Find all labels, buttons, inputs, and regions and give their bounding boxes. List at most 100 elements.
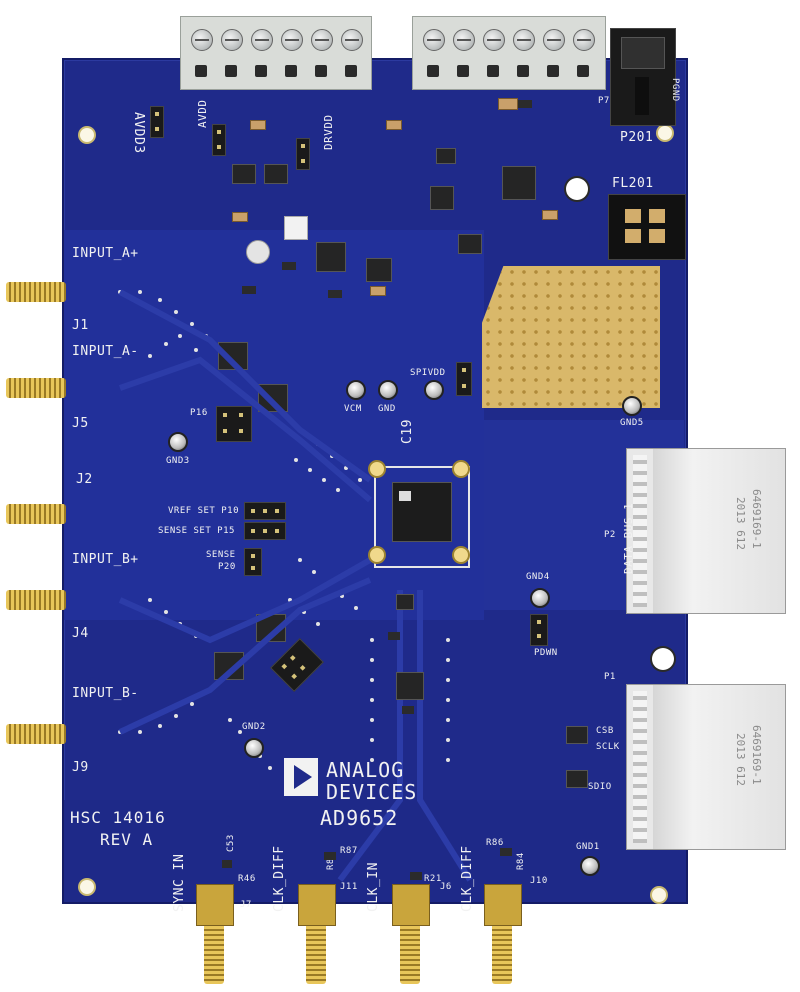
ad9652-adc-chip xyxy=(392,482,452,542)
terminal-slot xyxy=(345,65,357,77)
jumper-p20[interactable] xyxy=(244,548,262,576)
r84-label: R84 xyxy=(516,852,526,870)
capacitor xyxy=(498,98,518,110)
ldo-chip xyxy=(458,234,482,254)
filter-pad xyxy=(625,229,641,243)
connector-p2[interactable]: 6469169-1 2013 612 xyxy=(626,448,786,614)
sdio-label: SDIO xyxy=(588,782,612,792)
gnd4-label: GND4 xyxy=(526,572,550,582)
sclk-label: SCLK xyxy=(596,742,620,752)
jumper-p15[interactable] xyxy=(244,522,286,540)
smd-part xyxy=(402,706,414,714)
brand-line1: ANALOG xyxy=(326,758,405,782)
jumper-p16[interactable] xyxy=(216,406,252,442)
sma-connector-j5[interactable] xyxy=(6,378,66,398)
part-number: AD9652 xyxy=(320,806,399,830)
logo-triangle xyxy=(294,765,312,789)
terminal-slot xyxy=(487,65,499,77)
dc-power-jack xyxy=(610,28,676,126)
mounting-hole xyxy=(80,880,94,894)
connector-p1[interactable]: 6469169-1 2013 612 xyxy=(626,684,786,850)
capacitor xyxy=(250,120,266,130)
sma-base xyxy=(392,884,430,926)
analog-input-plane xyxy=(64,230,484,620)
gnd5-label: GND5 xyxy=(620,418,644,428)
screw-icon xyxy=(311,29,333,51)
connector-pins xyxy=(633,455,647,607)
terminal-slot xyxy=(457,65,469,77)
sma-connector-j9[interactable] xyxy=(6,724,66,744)
p1-label: P1 xyxy=(604,672,616,682)
thermal-gold-pad xyxy=(482,266,660,408)
board-id-line1: HSC 14016 xyxy=(70,808,166,827)
test-point-vcm xyxy=(346,380,366,400)
capacitor xyxy=(232,212,248,222)
screw-icon xyxy=(341,29,363,51)
p7-label: P7 xyxy=(598,96,610,106)
test-point-gnd xyxy=(378,380,398,400)
sma-connector-j11[interactable] xyxy=(306,920,326,984)
spi-ic xyxy=(566,726,588,744)
terminal-slot xyxy=(547,65,559,77)
screw-icon xyxy=(453,29,475,51)
terminal-block-left xyxy=(180,16,372,90)
input-a-plus-label: INPUT_A+ xyxy=(72,246,139,261)
j10-label: J10 xyxy=(530,876,548,886)
p201-label: P201 xyxy=(620,130,654,145)
j4-label: J4 xyxy=(72,626,89,641)
input-b-plus-label: INPUT_B+ xyxy=(72,552,139,567)
sma-connector-j6[interactable] xyxy=(400,920,420,984)
csb-label: CSB xyxy=(596,726,614,736)
sma-connector-j4[interactable] xyxy=(6,590,66,610)
spivdd-label: SPIVDD xyxy=(410,368,446,378)
emi-filter xyxy=(608,194,686,260)
j1-label: J1 xyxy=(72,318,89,333)
gnd1-label: GND1 xyxy=(576,842,600,852)
sma-base xyxy=(196,884,234,926)
terminal-block-right xyxy=(412,16,606,90)
connector-pins xyxy=(633,691,647,843)
r87-label: R87 xyxy=(340,846,358,856)
r46-label: R46 xyxy=(238,874,256,884)
sma-connector-j1[interactable] xyxy=(6,282,66,302)
jumper-avdd[interactable] xyxy=(212,124,226,156)
jumper-spivdd[interactable] xyxy=(456,362,472,396)
terminal-slot xyxy=(255,65,267,77)
sma-connector-j7[interactable] xyxy=(204,920,224,984)
sma-connector-j10[interactable] xyxy=(492,920,512,984)
jumper-drvdd[interactable] xyxy=(296,138,310,170)
terminal-slot xyxy=(225,65,237,77)
input-a-minus-label: INPUT_A- xyxy=(72,344,139,359)
adc-corner-pad xyxy=(368,460,386,478)
terminal-slot xyxy=(577,65,589,77)
jumper-pdwn[interactable] xyxy=(530,614,548,646)
test-point-gnd3 xyxy=(168,432,188,452)
sense-label: SENSE xyxy=(206,550,236,560)
jumper-avdd3[interactable] xyxy=(150,106,164,138)
jumper-p10[interactable] xyxy=(244,502,286,520)
sma-connector-j2[interactable] xyxy=(6,504,66,524)
gnd2-label: GND2 xyxy=(242,722,266,732)
terminal-slot xyxy=(427,65,439,77)
smd-part xyxy=(242,286,256,294)
test-point-gnd1 xyxy=(580,856,600,876)
small-ic xyxy=(396,594,414,610)
regulator-chip xyxy=(264,164,288,184)
screw-icon xyxy=(483,29,505,51)
gnd3-label: GND3 xyxy=(166,456,190,466)
smd-part xyxy=(518,100,532,108)
smd-part xyxy=(222,860,232,868)
screw-icon xyxy=(543,29,565,51)
mounting-hole xyxy=(652,888,666,902)
adc-corner-pad xyxy=(368,546,386,564)
screw-icon xyxy=(423,29,445,51)
data-bus-label: DATA BUS 1 xyxy=(622,502,635,574)
filter-pad xyxy=(649,209,665,223)
connector-body xyxy=(653,449,785,613)
spi-ic xyxy=(566,770,588,788)
sma-base xyxy=(298,884,336,926)
smd-part xyxy=(282,262,296,270)
screw-icon xyxy=(221,29,243,51)
clk-diff-right-label: CLK_DIFF xyxy=(460,845,475,912)
adc-outline xyxy=(374,466,470,568)
